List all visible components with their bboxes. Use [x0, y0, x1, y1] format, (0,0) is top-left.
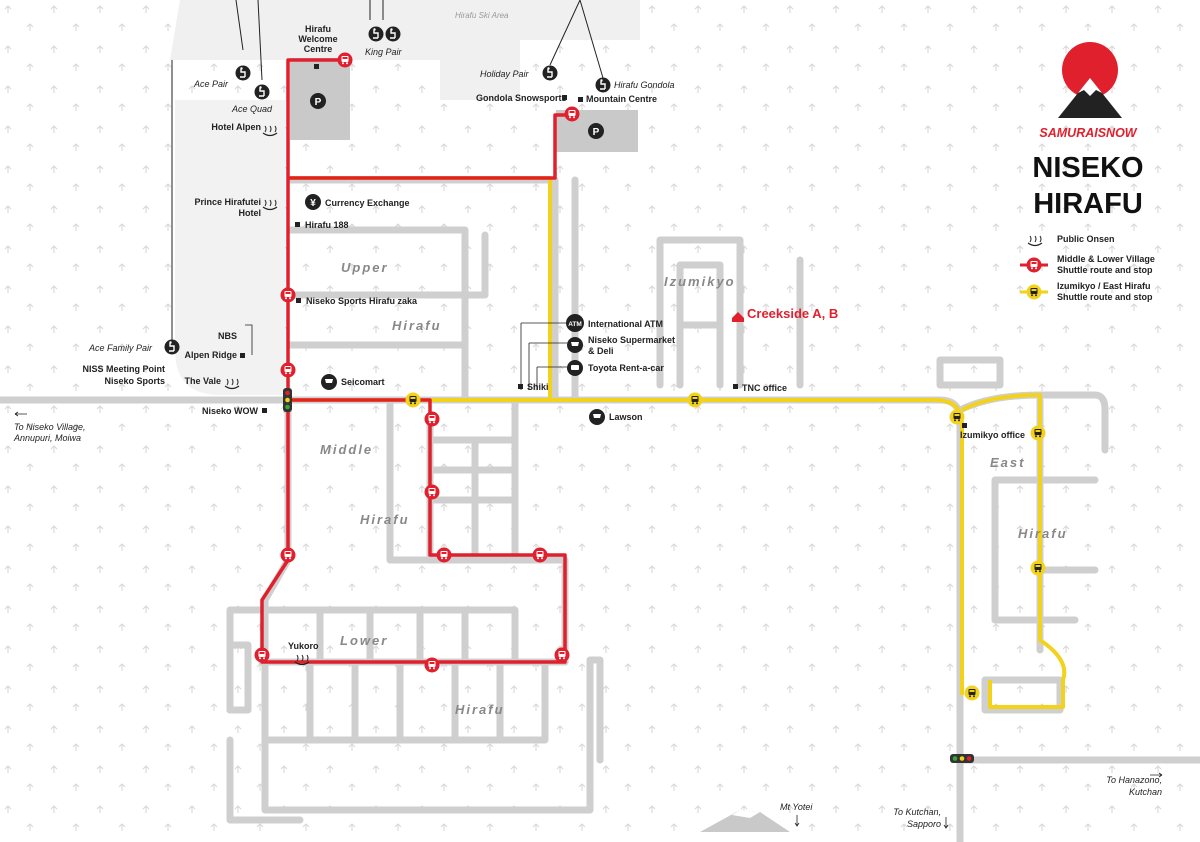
yukoro-label: Yukoro	[288, 641, 319, 651]
izumikyo-office-label: Izumikyo office	[960, 430, 1025, 440]
area-east-hirafu: Hirafu	[1018, 526, 1068, 541]
lift-label-king-pair: King Pair	[365, 47, 403, 57]
lift-label-ace-family-pair: Ace Family Pair	[88, 343, 153, 353]
hirafu-188-label: Hirafu 188	[305, 220, 349, 230]
lawson-icon	[589, 409, 605, 425]
nbs-leader-line	[245, 324, 253, 355]
area-lower: Lower	[340, 633, 388, 648]
welcome-centre-label-3: Centre	[304, 44, 333, 54]
legend-red-label-2: Shuttle route and stop	[1057, 265, 1153, 275]
svg-text:ATM: ATM	[568, 321, 582, 328]
mt-yotei-snowcap	[732, 810, 760, 818]
svg-text:P: P	[593, 127, 600, 138]
mountain-centre-label: Mountain Centre	[586, 94, 657, 104]
supermarket-label-1: Niseko Supermarket	[588, 335, 675, 345]
gondola-snowsports-label: Gondola Snowsports	[476, 93, 567, 103]
shiki-label: Shiki	[527, 382, 549, 392]
niss-label-1: NISS Meeting Point	[82, 364, 165, 374]
arrow-down-icon	[794, 815, 800, 827]
niss-label-2: Niseko Sports	[104, 376, 165, 386]
currency-icon: ¥	[305, 194, 321, 210]
legend-yellow-label-1: Izumikyo / East Hirafu	[1057, 281, 1151, 291]
direction-kutchan-1: To Kutchan,	[893, 807, 941, 817]
area-east: East	[990, 455, 1025, 470]
red-shuttle-route	[260, 58, 570, 664]
ski-area-label: Hirafu Ski Area	[455, 11, 509, 20]
legend-red-label-1: Middle & Lower Village	[1057, 254, 1155, 264]
lift-label-ace-pair: Ace Pair	[193, 79, 229, 89]
village-west-zone	[175, 100, 285, 395]
svg-text:¥: ¥	[310, 198, 316, 209]
title-line-2: HIRAFU	[1033, 188, 1143, 220]
area-izumikyo: Izumikyo	[664, 274, 736, 289]
arrow-right-icon	[1150, 772, 1163, 778]
title-line-1: NISEKO	[1032, 152, 1143, 184]
the-vale-label: The Vale	[184, 376, 221, 386]
car-rental-icon	[567, 360, 583, 376]
toyota-label: Toyota Rent-a-car	[588, 363, 664, 373]
lift-label-holiday-pair: Holiday Pair	[480, 69, 530, 79]
hotel-alpen-label: Hotel Alpen	[211, 122, 261, 132]
direction-kutchan-2: Sapporo	[907, 819, 941, 829]
services-leader-lines	[520, 322, 567, 390]
lift-label-hirafu-gondola: Hirafu Gondola	[614, 80, 675, 90]
lawson-label: Lawson	[609, 412, 643, 422]
samurai-snow-logo	[1058, 42, 1122, 118]
mt-yotei-label: Mt Yotei	[780, 802, 813, 812]
tnc-office-label: TNC office	[742, 383, 787, 393]
area-middle: Middle	[320, 442, 373, 457]
arrow-left-icon	[14, 411, 27, 417]
alpen-ridge-label: Alpen Ridge	[184, 350, 237, 360]
supermarket-label-2: & Deli	[588, 346, 614, 356]
niseko-sports-zaka-label: Niseko Sports Hirafu zaka	[306, 296, 418, 306]
direction-niseko-village-1: To Niseko Village,	[14, 422, 86, 432]
supermarket-icon	[567, 337, 583, 353]
mt-yotei-shape	[700, 810, 790, 832]
parking-icon: P	[588, 123, 604, 139]
direction-hanazono-1: To Hanazono,	[1106, 775, 1162, 785]
niseko-wow-label: Niseko WOW	[202, 406, 259, 416]
traffic-light-main	[283, 388, 292, 412]
atm-icon: ATM	[566, 314, 584, 332]
arrow-down-icon	[943, 817, 949, 829]
lift-lines	[171, 0, 604, 345]
legend: Public Onsen Middle & Lower Village Shut…	[1020, 234, 1155, 302]
area-lower-hirafu: Hirafu	[455, 702, 505, 717]
welcome-centre-label-1: Hirafu	[305, 24, 331, 34]
prince-hotel-label-2: Hotel	[239, 208, 262, 218]
ski-area-zone	[170, 0, 640, 100]
direction-hanazono-2: Kutchan	[1129, 787, 1162, 797]
international-atm-label: International ATM	[588, 319, 663, 329]
area-middle-hirafu: Hirafu	[360, 512, 410, 527]
currency-exchange-label: Currency Exchange	[325, 198, 410, 208]
area-upper: Upper	[341, 260, 389, 275]
prince-hotel-label-1: Prince Hirafutei	[194, 197, 261, 207]
legend-yellow-label-2: Shuttle route and stop	[1057, 292, 1153, 302]
nbs-label: NBS	[218, 331, 237, 341]
seicomart-label: Seicomart	[341, 377, 385, 387]
traffic-light-east	[950, 754, 974, 763]
area-upper-hirafu: Hirafu	[392, 318, 442, 333]
bus-icon	[1026, 284, 1042, 300]
brand-name: SAMURAISNOW	[1039, 126, 1137, 140]
svg-text:P: P	[315, 97, 322, 108]
welcome-centre-label-2: Welcome	[298, 34, 337, 44]
bus-icon	[1026, 257, 1042, 273]
legend-onsen-label: Public Onsen	[1057, 234, 1115, 244]
creekside-label: Creekside A, B	[747, 306, 838, 321]
place-markers	[240, 64, 967, 428]
seicomart-icon	[321, 374, 337, 390]
direction-niseko-village-2: Annupuri, Moiwa	[13, 433, 81, 443]
house-icon	[732, 312, 744, 322]
parking-icon: P	[310, 93, 326, 109]
lift-label-ace-quad: Ace Quad	[231, 104, 273, 114]
